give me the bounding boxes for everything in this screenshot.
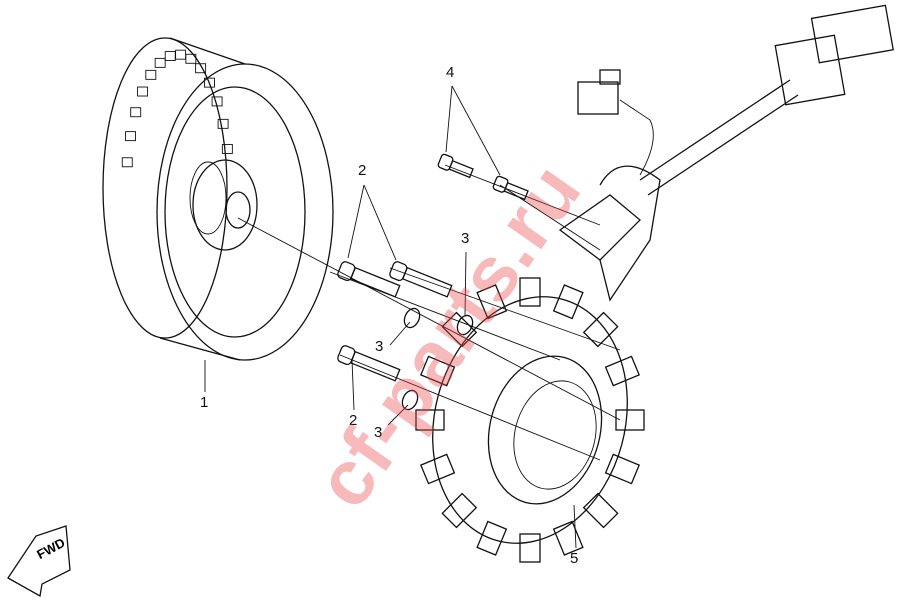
flywheel-slot — [204, 77, 215, 88]
flywheel-slot — [221, 144, 233, 154]
callout-3: 3 — [375, 338, 384, 355]
stator-pole — [476, 520, 508, 556]
wire-harness — [558, 4, 894, 302]
stator-pole — [441, 311, 478, 348]
flywheel-slot — [130, 107, 142, 118]
flywheel-slot — [195, 63, 207, 74]
stator-pole — [519, 277, 541, 307]
flywheel-slot — [185, 53, 197, 64]
callout-4: 4 — [446, 64, 455, 81]
stator-pole — [519, 533, 541, 563]
flywheel-slot — [164, 51, 176, 61]
stator-pole — [604, 453, 640, 485]
stator — [415, 277, 645, 563]
flywheel-slot — [154, 57, 166, 68]
stator-pole — [476, 284, 508, 320]
stator-pole — [582, 311, 619, 348]
stator-pole — [604, 355, 640, 387]
flywheel-slot — [125, 131, 136, 142]
callout-2: 2 — [358, 162, 367, 179]
callout-3: 3 — [374, 424, 383, 441]
stator-pole — [420, 355, 456, 387]
bolts — [337, 153, 529, 382]
flywheel-slot — [145, 69, 157, 80]
stator-pole — [552, 520, 584, 556]
washers — [401, 307, 474, 411]
callout-1: 1 — [200, 394, 209, 411]
flywheel-slot — [175, 49, 187, 60]
callout-3: 3 — [461, 230, 470, 247]
flywheel — [102, 37, 334, 361]
stator-pole — [552, 284, 584, 320]
flywheel-slot — [217, 118, 229, 129]
leader-lines — [204, 85, 577, 549]
fwd-arrow-icon — [7, 525, 71, 598]
flywheel-slot — [137, 86, 149, 97]
stator-pole — [441, 492, 478, 529]
callout-5: 5 — [570, 550, 579, 567]
callout-2: 2 — [349, 412, 358, 429]
flywheel-slot — [211, 96, 223, 107]
stator-pole — [420, 453, 456, 485]
stator-pole — [615, 409, 645, 431]
stator-pole — [582, 492, 619, 529]
stator-pole — [415, 409, 445, 431]
flywheel-slot — [121, 157, 133, 168]
